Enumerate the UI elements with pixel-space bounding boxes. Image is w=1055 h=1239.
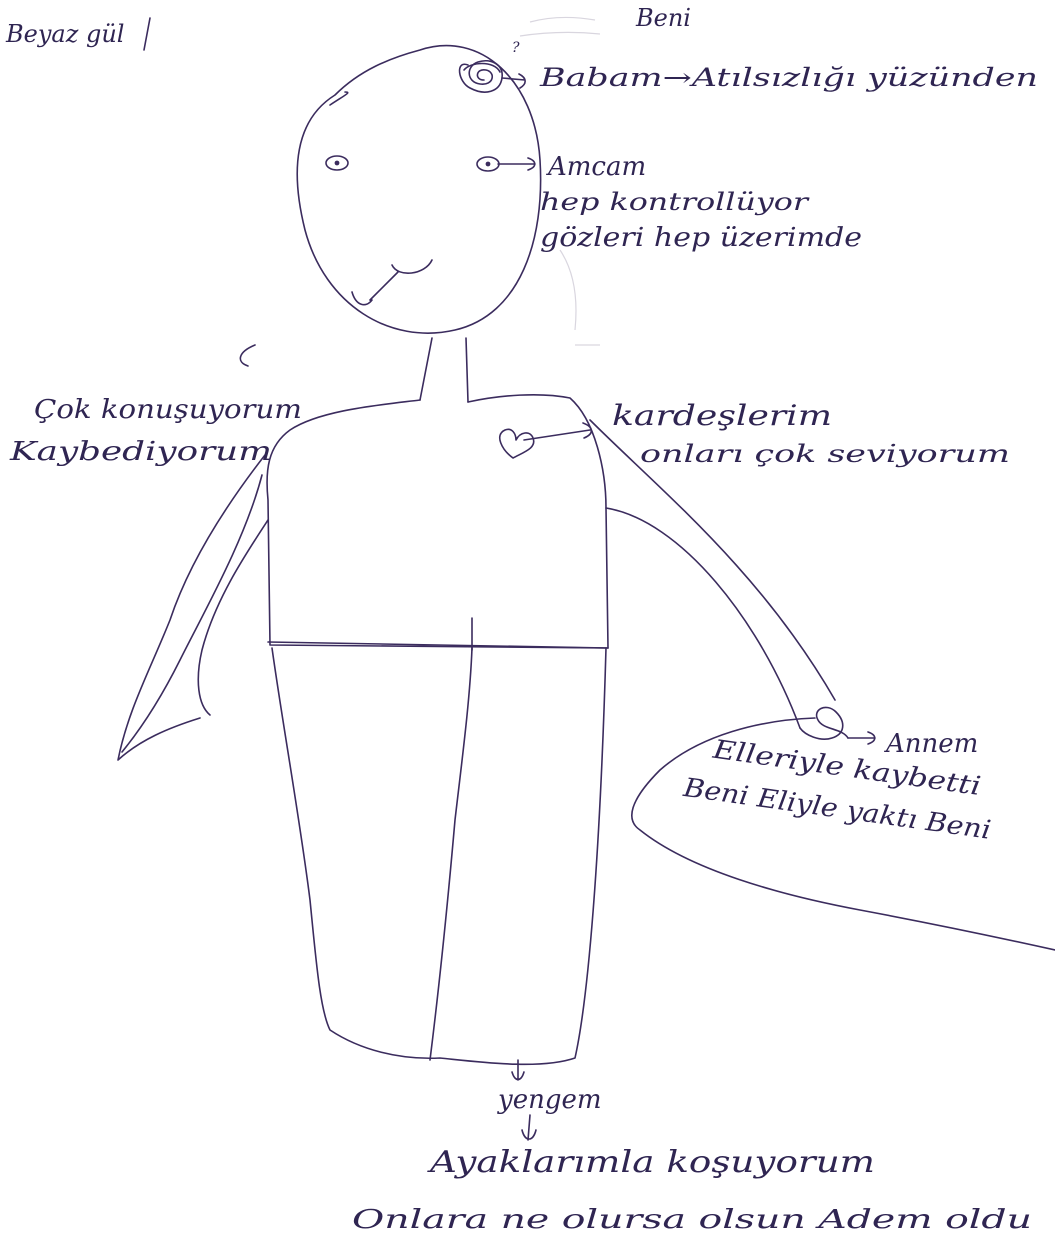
eye-arrow (498, 158, 535, 170)
mouth-arrow (352, 272, 398, 305)
feet-arrow (522, 1115, 536, 1140)
hair-scribble-icon (460, 61, 503, 92)
title-underline (144, 18, 150, 50)
legs-center-line (430, 648, 472, 1060)
eyes-label-1: Amcam (546, 152, 646, 182)
heart-icon (500, 429, 534, 458)
mouth-label-1: Çok konuşuyorum (34, 395, 302, 425)
hair-mark: ? (512, 40, 520, 56)
feet-label-1: Ayaklarımla koşuyorum (426, 1145, 875, 1180)
mouth-label-2: Kaybediyorum (9, 437, 272, 467)
drawing-title: Beyaz gül (5, 20, 124, 48)
eyes-label-2: hep kontrollüyor (540, 188, 810, 216)
left-arm-shading (122, 475, 262, 752)
torso-outline (267, 395, 608, 648)
right-hand-icon (800, 707, 848, 739)
hand-arrow (848, 732, 875, 744)
left-pupil (335, 161, 340, 166)
hand-label-1: Annem (884, 729, 978, 759)
head-top-label: Beni (635, 4, 691, 32)
neck-left (420, 338, 432, 400)
eyes-label-3: gözleri hep üzerimde (540, 223, 862, 253)
heart-arrow (524, 423, 591, 440)
head-outline (297, 46, 540, 334)
hair-label: Babam→Atılsızlığı yüzünden (539, 63, 1038, 92)
right-pupil (486, 162, 491, 167)
heart-label-1: kardeşlerim (612, 399, 832, 432)
left-arm-inner (198, 520, 268, 715)
right-arm-inner (606, 508, 800, 728)
feet-label-2: Onlara ne olursa olsun Adem oldu (352, 1205, 1032, 1235)
mouth-down-arrow (240, 345, 255, 366)
head-hairline (330, 92, 348, 105)
left-arm-outer (118, 455, 265, 760)
legs-label: yengem (497, 1085, 602, 1115)
legs-outline (272, 648, 606, 1064)
legs-arrow (512, 1060, 524, 1080)
heart-label-2: onları çok seviyorum (640, 440, 1010, 468)
neck-right (466, 338, 468, 402)
